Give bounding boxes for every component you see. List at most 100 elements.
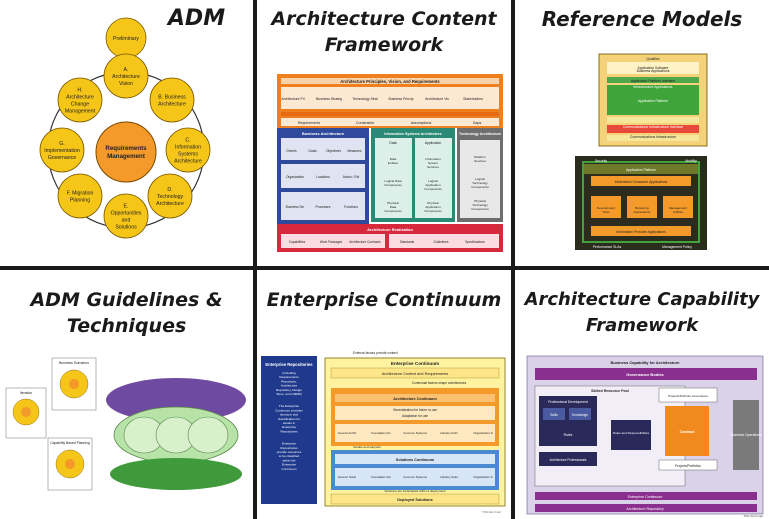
acf-ta-item: Technology — [472, 181, 488, 185]
ec-main-title: Enterprise Continuum — [391, 361, 439, 366]
panel-ec: Enterprise Continuum Enterprise Reposito… — [257, 270, 511, 519]
adm-phase-label: Preliminary — [113, 36, 139, 42]
capf-ent-cont-label: Enterprise Continuum — [628, 495, 663, 499]
ref-iii-label: Security — [595, 159, 608, 163]
ec-solution-item: Organization-S — [473, 475, 492, 479]
acf-is-item: Application — [425, 183, 440, 187]
acf-is-item: Entities — [388, 161, 399, 165]
capf-diagram: Business Capability for ArchitectureGove… — [526, 355, 763, 518]
adm-phase-node — [57, 173, 103, 219]
adm-phase-node — [57, 77, 103, 123]
ec-adaptation-label: Adaptation for use — [402, 414, 428, 418]
capf-prof-dev-label: Professional Development — [548, 400, 588, 404]
ec-side-text: The Enterprise — [279, 404, 300, 408]
acf-ta-item: Components — [471, 185, 489, 189]
ref-iii-label: Utilities — [673, 210, 683, 214]
acf-is-item: Components — [424, 187, 442, 191]
capf-credit: TOG Arch Cap — [743, 514, 763, 518]
ec-solution-item: Common Systems — [403, 475, 427, 479]
capf-arch-prof-label: Architecture Professionals — [549, 458, 586, 462]
ref-iii-label: Applications — [634, 210, 651, 214]
panel-title-guide-line2: Techniques — [66, 315, 187, 337]
acf-ba-item: Objectives — [326, 149, 341, 153]
acf-is-item: Information — [425, 157, 441, 161]
ec-architecture-item: Foundation Arc — [371, 431, 391, 435]
ref-iii-label: Tools — [602, 210, 610, 214]
capf-knowledge-label: Knowledge — [572, 413, 588, 417]
acf-is-item: System — [428, 161, 439, 165]
adm-phase-label: Information — [175, 145, 201, 151]
ec-contextual-label: Contextual factors shape architectures — [412, 381, 467, 385]
ref-trm-label: Application Platform Interface — [631, 79, 675, 83]
ec-generalization-label: Generalization for future re-use — [393, 408, 437, 412]
svg-text:Management: Management — [107, 153, 145, 160]
ec-side-text: Repositories — [280, 446, 298, 450]
acf-prelim-item: Technology Strat — [352, 97, 377, 101]
capf-top-label: Business Capability for Architecture — [611, 360, 681, 365]
capf-governance-label: Governance Bodies — [626, 372, 664, 377]
adm-phase-label: Implementation — [44, 148, 80, 154]
acf-prelim-item: Architecture Vis — [425, 97, 449, 101]
ec-side-text: Enterprise — [282, 463, 296, 467]
adm-phase-label: A. — [124, 67, 129, 73]
adm-phase-label: H. — [77, 88, 82, 94]
adm-phase-node — [103, 193, 149, 239]
acf-prelim-item: Architecture Pri — [281, 97, 304, 101]
guide-label: Iteration — [20, 391, 32, 395]
ec-architecture-continuum: Architecture Continuum — [393, 397, 437, 401]
ec-architecture-item: Industry Archi — [440, 431, 458, 435]
acf-is-item: Physical — [427, 201, 439, 205]
ec-side-text: Repository, Design — [276, 388, 302, 392]
ec-top-note: External factors provide context — [353, 351, 398, 355]
acf-is-item: Services — [427, 165, 439, 169]
adm-phase-label: Architecture — [174, 159, 202, 165]
adm-phase-label: C. — [185, 138, 190, 144]
adm-phase-label: Management — [65, 109, 96, 115]
ec-credit: TOG Ent Cont — [482, 510, 501, 514]
ec-side-text: to be classified — [279, 454, 300, 458]
panel-title-ref: Reference Models — [541, 7, 743, 31]
acf-ta-item: Services — [474, 159, 486, 163]
ref-trm-label: Qualities — [646, 57, 659, 61]
ec-side-text: Enterprise — [282, 425, 296, 429]
ec-side-text: Architecture — [281, 384, 298, 388]
ec-side-text: Enterprise — [282, 442, 296, 446]
panel-guide: ADM Guidelines & Techniques Business Sce… — [0, 270, 253, 519]
ec-architecture-item: Generic Archit — [338, 431, 356, 435]
panel-capf: Architecture Capability Framework Busine… — [515, 270, 769, 519]
ref-iii-label: Management Policy — [662, 245, 692, 249]
acf-realization-item: Guidelines — [433, 240, 448, 244]
acf-ba-title: Business Architecture — [302, 131, 345, 136]
acf-ba-item: Business Ser — [286, 205, 306, 209]
adm-phase-label: D. — [167, 187, 172, 193]
ref-iii-label: Mobility — [685, 159, 697, 163]
acf-ta-item: Platform — [474, 155, 486, 159]
adm-phase-label: Systems — [178, 152, 198, 158]
panel-title-capf-line1: Architecture Capability — [524, 289, 760, 310]
adm-phase-label: Technology — [157, 194, 184, 200]
ec-guides-label: Guides and supports — [353, 445, 381, 449]
adm-phase-node — [149, 77, 195, 123]
ec-side-text: Repositories — [280, 429, 298, 433]
ec-side-text: classification for — [278, 417, 300, 421]
acf-realization-item: Specifications — [465, 240, 485, 244]
adm-phase-label: Planning — [70, 198, 90, 204]
adm-phase-label: G. — [59, 141, 64, 147]
acf-realization-item: Capabilities — [289, 240, 306, 244]
ec-side-title: Enterprise Repositories — [265, 362, 313, 367]
acf-ba-item: Functions — [344, 205, 358, 209]
ref-trm-label: Application Platform — [638, 99, 668, 103]
acf-is-item: Logical Data — [384, 179, 401, 183]
panel-title-acf-line1: Architecture Content — [271, 8, 497, 30]
ec-side-text: Continuum provides — [275, 408, 303, 412]
acf-is-item: Physical — [387, 201, 399, 205]
capf-biz-ops-label: Business Operations — [730, 433, 762, 437]
adm-phase-node — [103, 53, 149, 99]
ref-iii-label: Application Platform — [626, 168, 656, 172]
guide-label: Business Scenarios — [59, 361, 89, 365]
ec-diagram: Enterprise Repositories(includingRequire… — [261, 351, 506, 514]
adm-phase-label: Architecture — [112, 74, 140, 80]
adm-phase-label: B. Business — [158, 95, 186, 101]
adm-center-node — [95, 121, 157, 183]
capf-proj-gov-label: Projects/Portfolio Governance — [668, 394, 708, 398]
